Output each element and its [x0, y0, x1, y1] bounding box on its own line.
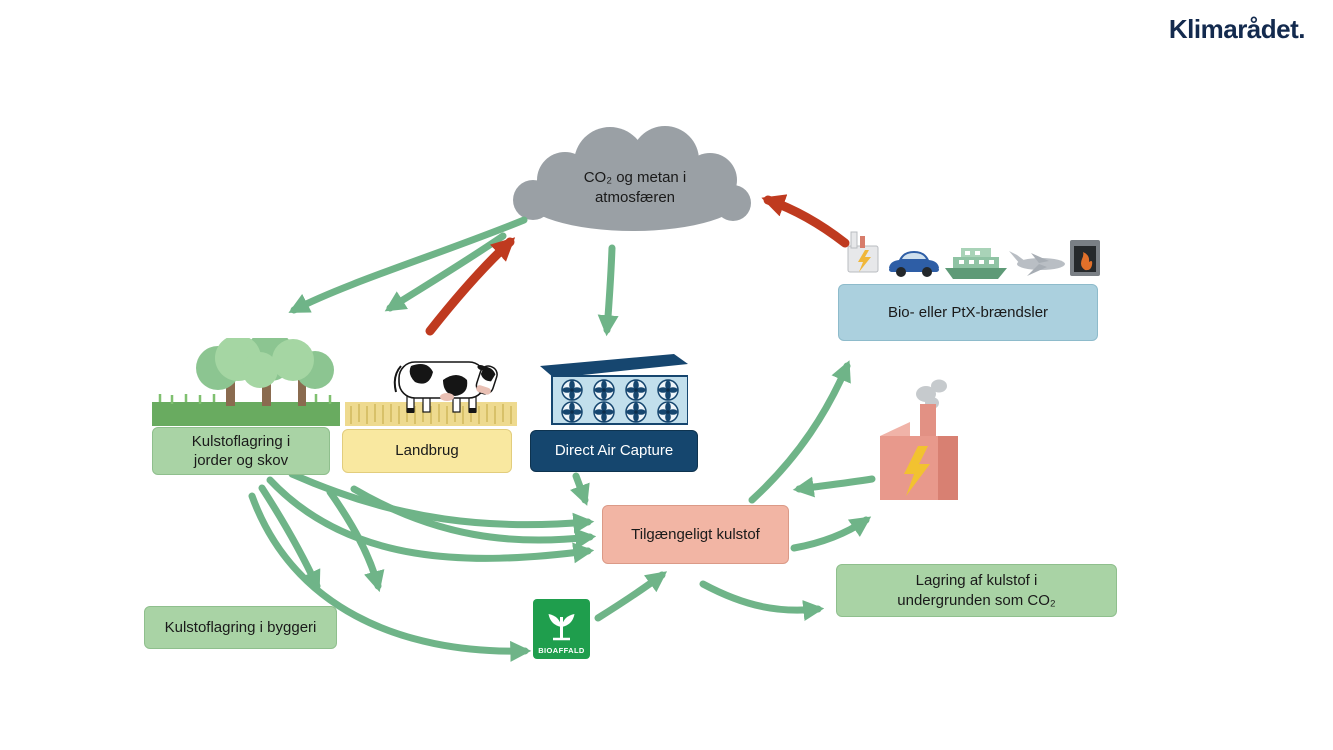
arrow-forest-to-buildings [258, 484, 321, 592]
arrow-left-to-available-lower [266, 476, 595, 564]
arrow-available-to-powerplant [790, 516, 872, 552]
node-building-storage: Kulstoflagring i byggeri [144, 606, 337, 649]
biowaste-label: BIOAFFALD [538, 646, 585, 655]
fuel-users-icons [847, 231, 1100, 279]
arrow-available-to-fuels [748, 360, 851, 504]
klimaraadet-logo: Klimarådet. [1168, 14, 1306, 44]
arrow-biowaste-to-available [594, 571, 668, 622]
arrow-fuels-to-atmosphere [761, 194, 850, 248]
airplane-icon [1009, 251, 1065, 276]
node-fuels: Bio- eller PtX-brændsler [838, 284, 1098, 341]
biowaste-sprout-icon [533, 599, 590, 659]
factory-icon [847, 231, 879, 273]
forest-illustration [152, 338, 340, 426]
node-soil-forest: Kulstoflagring i jorder og skov [152, 427, 330, 475]
atmosphere-label: CO₂ og metan i atmosfæren [583, 169, 687, 207]
arrow-powerplant-to-available [792, 475, 876, 498]
arrow-atmosphere-to-forest-inner [384, 232, 507, 312]
fireplace-icon [1070, 240, 1100, 276]
atmosphere-cloud-icon [513, 126, 751, 231]
cow-wheat-illustration [345, 361, 517, 426]
arrow-left-to-biowaste [248, 492, 532, 662]
node-dac: Direct Air Capture [530, 430, 698, 472]
biowaste-icon: BIOAFFALD [533, 599, 590, 659]
dac-illustration [540, 354, 688, 425]
arrow-atmosphere-to-dac [597, 244, 619, 337]
arrow-atmosphere-to-forest-outer [288, 216, 528, 314]
ship-icon [945, 248, 1007, 279]
arrow-to-buildings-second [326, 488, 385, 593]
node-available-carbon: Tilgængeligt kulstof [602, 505, 789, 564]
node-agriculture: Landbrug [342, 429, 512, 473]
cow-icon [393, 361, 498, 413]
node-underground-storage: Lagring af kulstof i undergrunden som CO… [836, 564, 1117, 617]
arrow-agriculture-to-available [350, 485, 597, 550]
arrow-dac-to-available [570, 472, 590, 506]
arrow-agriculture-to-atmosphere [425, 237, 516, 336]
car-icon [889, 251, 939, 277]
powerplant-illustration [880, 379, 958, 500]
arrow-available-to-underground [699, 580, 825, 621]
